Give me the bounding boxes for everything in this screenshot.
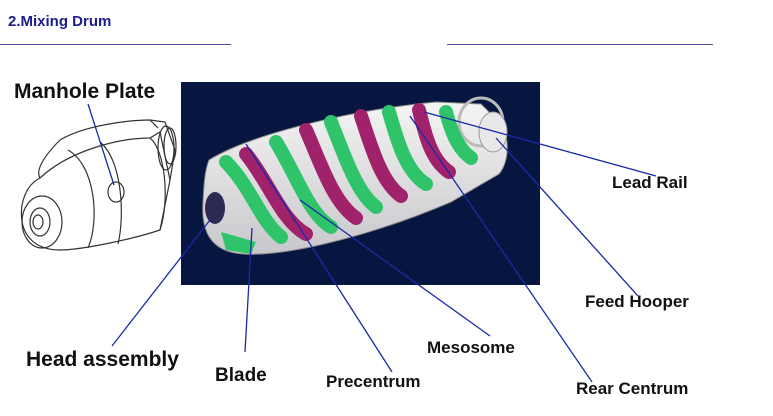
section-title: 2.Mixing Drum bbox=[8, 13, 112, 30]
leader-feed-hooper bbox=[495, 137, 639, 297]
leader-head-assembly bbox=[111, 219, 211, 347]
label-precentrum: Precentrum bbox=[326, 372, 421, 391]
leader-rear-centrum bbox=[409, 115, 593, 383]
leader-blade bbox=[244, 227, 253, 353]
label-rear-centrum: Rear Centrum bbox=[576, 379, 689, 398]
label-blade: Blade bbox=[215, 365, 267, 386]
label-head-assembly: Head assembly bbox=[26, 348, 179, 371]
leader-lead-rail bbox=[423, 111, 657, 177]
label-mesosome: Mesosome bbox=[427, 338, 515, 357]
title-rule-left bbox=[0, 44, 231, 45]
leader-manhole-plate bbox=[87, 103, 115, 186]
label-lead-rail: Lead Rail bbox=[612, 173, 688, 192]
label-feed-hooper: Feed Hooper bbox=[585, 292, 689, 311]
leader-mesosome bbox=[299, 199, 491, 337]
label-manhole-plate: Manhole Plate bbox=[14, 80, 156, 103]
leader-precentrum bbox=[245, 143, 393, 373]
title-rule-right bbox=[447, 44, 713, 45]
